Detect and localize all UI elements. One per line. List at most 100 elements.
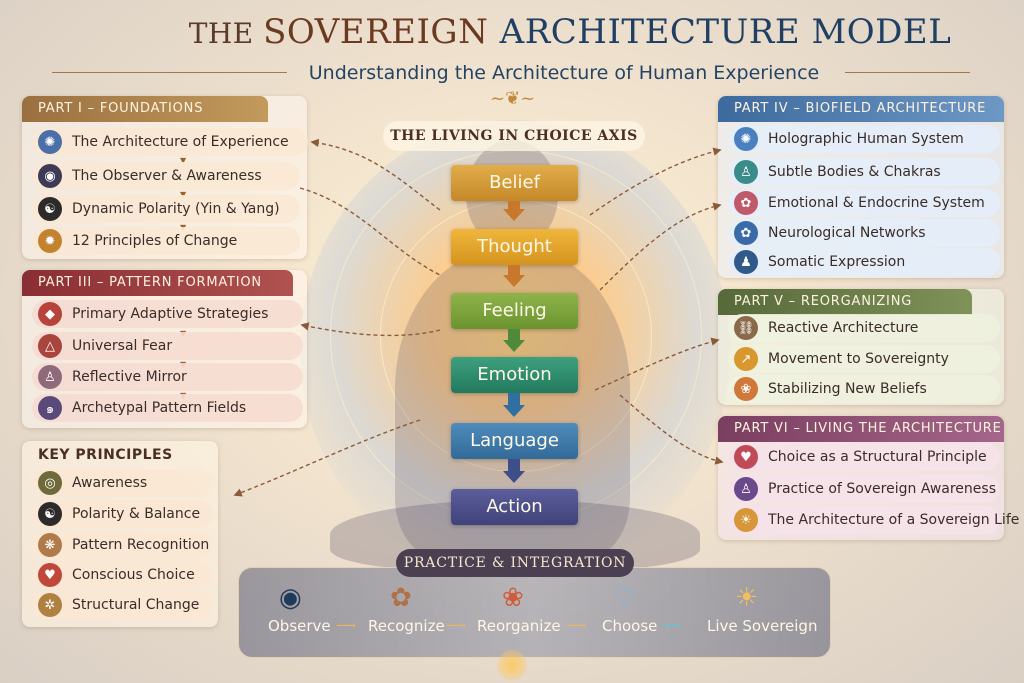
part3-title: PART III – PATTERN FORMATION bbox=[22, 270, 293, 296]
axis-arrow-stem bbox=[508, 265, 520, 275]
arrow-up-icon: ↗ bbox=[734, 347, 758, 371]
key-item-label: Polarity & Balance bbox=[72, 506, 201, 522]
part6-title: PART VI – LIVING THE ARCHITECTURE bbox=[718, 416, 1004, 442]
part4-item-label: Neurological Networks bbox=[768, 225, 926, 241]
part3-item-label: Archetypal Pattern Fields bbox=[72, 400, 247, 416]
part6-item-label: The Architecture of a Sovereign Life bbox=[768, 512, 1020, 528]
axis-title: THE LIVING IN CHOICE AXIS bbox=[383, 121, 645, 151]
part5-item-label: Movement to Sovereignty bbox=[768, 351, 949, 367]
part1-item-architecture[interactable]: ✺ The Architecture of Experience bbox=[32, 128, 308, 156]
part3-item-archetypal[interactable]: ๑ Archetypal Pattern Fields bbox=[32, 394, 303, 422]
stage-thought[interactable]: Thought bbox=[451, 229, 578, 265]
part1-panel: PART I – FOUNDATIONS ✺ The Architecture … bbox=[22, 96, 308, 259]
key-item-label: Structural Change bbox=[72, 597, 200, 613]
part4-item-chakras[interactable]: ♙ Subtle Bodies & Chakras bbox=[728, 158, 1000, 186]
part5-item-stabilizing[interactable]: ❀ Stabilizing New Beliefs bbox=[728, 375, 1000, 403]
axis-arrow-icon bbox=[503, 405, 525, 417]
stage-language[interactable]: Language bbox=[451, 423, 578, 459]
key-item-change[interactable]: ✲ Structural Change bbox=[32, 591, 213, 619]
part1-title: PART I – FOUNDATIONS bbox=[22, 96, 268, 122]
chevron-down-icon: ▼ bbox=[180, 156, 187, 165]
part1-item-polarity[interactable]: ☯ Dynamic Polarity (Yin & Yang) bbox=[32, 195, 300, 223]
stage-feeling[interactable]: Feeling bbox=[451, 293, 578, 329]
yin-yang-icon: ☯ bbox=[38, 197, 62, 221]
page-subtitle: Understanding the Architecture of Human … bbox=[308, 62, 820, 84]
key-principles-title: KEY PRINCIPLES bbox=[38, 447, 173, 463]
page-title: THE SOVEREIGN ARCHITECTURE MODEL bbox=[188, 12, 952, 52]
stage-action[interactable]: Action bbox=[451, 489, 578, 525]
step-recognize[interactable]: Recognize bbox=[368, 617, 445, 635]
part4-title: PART IV – BIOFIELD ARCHITECTURE bbox=[718, 96, 1004, 122]
chain-icon: ⛓ bbox=[734, 316, 758, 340]
part4-item-label: Emotional & Endocrine System bbox=[768, 195, 985, 211]
key-item-awareness[interactable]: ◎ Awareness bbox=[32, 469, 213, 497]
part6-item-choice[interactable]: ♥ Choice as a Structural Principle bbox=[728, 443, 1000, 471]
part4-item-label: Somatic Expression bbox=[768, 254, 906, 270]
brain-icon: ✿ bbox=[734, 191, 758, 215]
gem-icon: ◆ bbox=[38, 302, 62, 326]
flame-glow-icon bbox=[497, 650, 527, 680]
eye-icon: ◉ bbox=[38, 164, 62, 188]
part6-item-life[interactable]: ☀ The Architecture of a Sovereign Life bbox=[728, 506, 1019, 534]
part4-item-label: Holographic Human System bbox=[768, 131, 964, 147]
awareness-icon: ◎ bbox=[38, 471, 62, 495]
practice-panel bbox=[238, 567, 831, 658]
neural-brain-icon: ✿ bbox=[734, 221, 758, 245]
lotus-icon: ❀ bbox=[734, 377, 758, 401]
part3-item-mirror[interactable]: ♙ Reflective Mirror bbox=[32, 363, 303, 391]
step-live-sovereign[interactable]: Live Sovereign bbox=[707, 617, 818, 635]
part5-item-movement[interactable]: ↗ Movement to Sovereignty bbox=[728, 345, 1000, 373]
part1-item-principles[interactable]: ✹ 12 Principles of Change bbox=[32, 227, 300, 255]
stage-emotion[interactable]: Emotion bbox=[451, 357, 578, 393]
key-item-label: Conscious Choice bbox=[72, 567, 195, 583]
sun-wheel-icon: ✹ bbox=[38, 229, 62, 253]
triangle-icon: △ bbox=[38, 334, 62, 358]
step-observe[interactable]: Observe bbox=[268, 617, 331, 635]
mandala-icon: ✺ bbox=[38, 130, 62, 154]
subtitle-line-right bbox=[845, 72, 970, 73]
part5-item-label: Reactive Architecture bbox=[768, 320, 919, 336]
part3-item-label: Reflective Mirror bbox=[72, 369, 187, 385]
holographic-icon: ✺ bbox=[734, 127, 758, 151]
key-principles-panel: KEY PRINCIPLES ◎ Awareness ☯ Polarity & … bbox=[22, 441, 218, 627]
key-item-pattern[interactable]: ❋ Pattern Recognition bbox=[32, 531, 213, 559]
part1-item-label: The Observer & Awareness bbox=[72, 168, 262, 184]
stage-belief[interactable]: Belief bbox=[451, 165, 578, 201]
part1-item-label: The Architecture of Experience bbox=[72, 134, 289, 150]
part3-item-label: Universal Fear bbox=[72, 338, 173, 354]
part6-item-label: Practice of Sovereign Awareness bbox=[768, 481, 996, 497]
sunrise-icon: ☀ bbox=[735, 583, 759, 613]
part1-item-label: Dynamic Polarity (Yin & Yang) bbox=[72, 201, 280, 217]
step-choose[interactable]: Choose bbox=[602, 617, 658, 635]
mirror-figure-icon: ♙ bbox=[38, 365, 62, 389]
part5-title: PART V – REORGANIZING bbox=[718, 289, 972, 315]
subtitle-line-left bbox=[52, 72, 287, 73]
arrow-right-icon: ⟶ bbox=[336, 618, 357, 634]
part3-item-strategies[interactable]: ◆ Primary Adaptive Strategies bbox=[32, 300, 303, 328]
part6-item-practice[interactable]: ♙ Practice of Sovereign Awareness bbox=[728, 475, 1000, 503]
practice-title: PRACTICE & INTEGRATION bbox=[396, 549, 634, 577]
step-reorganize[interactable]: Reorganize bbox=[477, 617, 561, 635]
part4-item-neuro[interactable]: ✿ Neurological Networks bbox=[728, 219, 1000, 247]
part5-panel: PART V – REORGANIZING ⛓ Reactive Archite… bbox=[718, 289, 1004, 405]
axis-arrow-stem bbox=[508, 329, 520, 340]
axis-arrow-icon bbox=[503, 275, 525, 287]
key-item-label: Pattern Recognition bbox=[72, 537, 210, 553]
brain-icon: ✿ bbox=[390, 583, 412, 613]
ornament-icon: ~❦~ bbox=[490, 88, 536, 109]
part3-item-fear[interactable]: △ Universal Fear bbox=[32, 332, 303, 360]
arrow-right-icon: ⟶ bbox=[566, 618, 587, 634]
part4-item-label: Subtle Bodies & Chakras bbox=[768, 164, 941, 180]
key-item-polarity[interactable]: ☯ Polarity & Balance bbox=[32, 500, 213, 528]
part4-item-holographic[interactable]: ✺ Holographic Human System bbox=[728, 125, 1000, 153]
part1-item-observer[interactable]: ◉ The Observer & Awareness bbox=[32, 162, 300, 190]
hearts-icon: ♥ bbox=[734, 445, 758, 469]
body-icon: ♟ bbox=[734, 250, 758, 274]
part4-item-somatic[interactable]: ♟ Somatic Expression bbox=[728, 248, 1000, 276]
axis-arrow-stem bbox=[508, 393, 520, 405]
sunrise-icon: ☀ bbox=[734, 508, 758, 532]
key-item-choice[interactable]: ♥ Conscious Choice bbox=[32, 561, 213, 589]
part5-item-reactive[interactable]: ⛓ Reactive Architecture bbox=[728, 314, 1000, 342]
part4-item-endocrine[interactable]: ✿ Emotional & Endocrine System bbox=[728, 189, 1000, 217]
pattern-icon: ❋ bbox=[38, 533, 62, 557]
